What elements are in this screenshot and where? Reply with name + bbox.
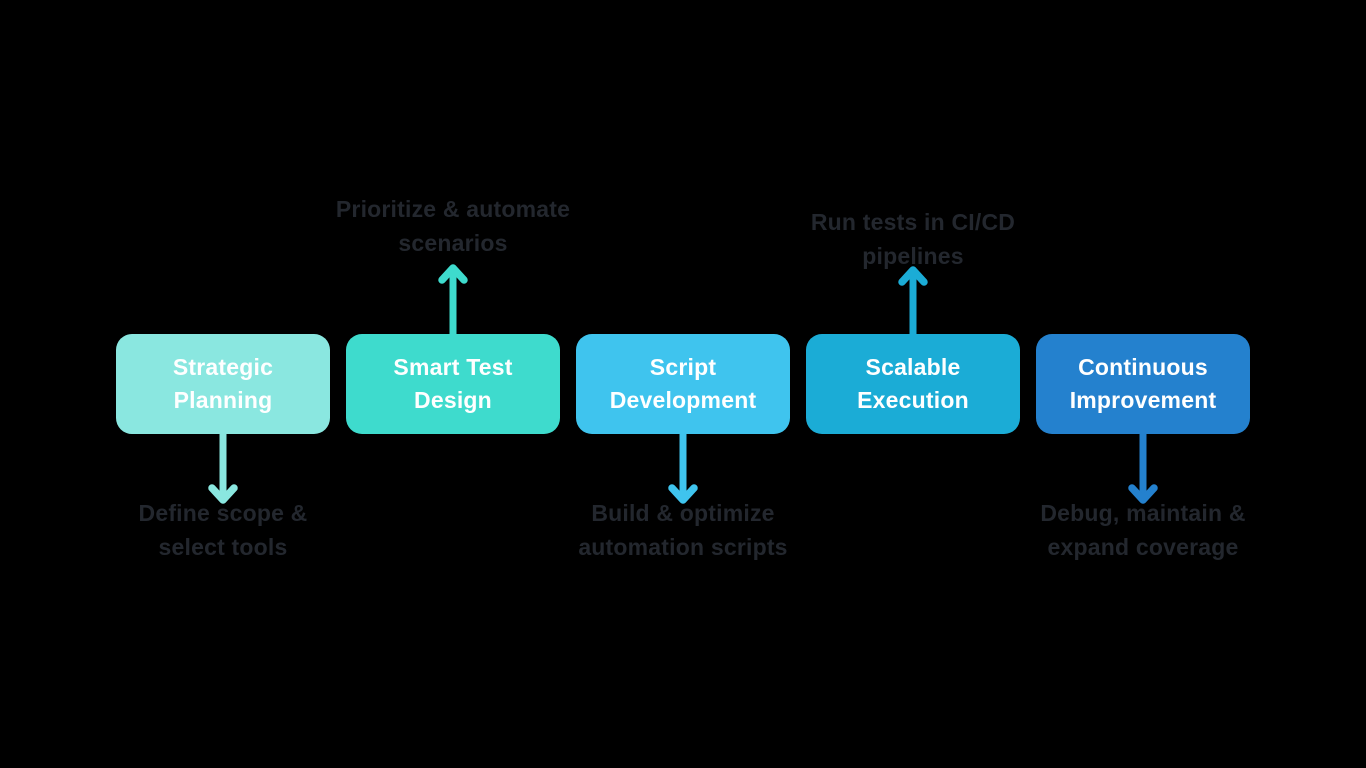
down-arrow-icon bbox=[1128, 434, 1158, 504]
annotation-build-optimize: Build & optimize automation scripts bbox=[578, 500, 788, 560]
annotation-prioritize-automate: Prioritize & automate scenarios bbox=[335, 196, 571, 256]
annotation-define-scope: Define scope & select tools bbox=[138, 500, 308, 560]
annotation-debug-maintain: Debug, maintain & expand coverage bbox=[1040, 500, 1246, 560]
stage-box-strategic-planning: Strategic Planning bbox=[116, 334, 330, 434]
down-arrow-icon bbox=[668, 434, 698, 504]
stage-title: Smart Test Design bbox=[393, 354, 513, 413]
up-arrow-icon bbox=[438, 264, 468, 334]
down-arrow-icon bbox=[208, 434, 238, 504]
stage-title: Script Development bbox=[609, 354, 757, 413]
stage-title: Scalable Execution bbox=[857, 354, 969, 413]
stage-box-smart-test-design: Smart Test Design bbox=[346, 334, 560, 434]
annotation-run-tests-cicd: Run tests in CI/CD pipelines bbox=[810, 209, 1016, 269]
stage-box-script-development: Script Development bbox=[576, 334, 790, 434]
stage-box-scalable-execution: Scalable Execution bbox=[806, 334, 1020, 434]
stage-box-continuous-improvement: Continuous Improvement bbox=[1036, 334, 1250, 434]
stage-title: Strategic Planning bbox=[172, 354, 274, 413]
stage-title: Continuous Improvement bbox=[1069, 354, 1217, 413]
up-arrow-icon bbox=[898, 266, 928, 336]
